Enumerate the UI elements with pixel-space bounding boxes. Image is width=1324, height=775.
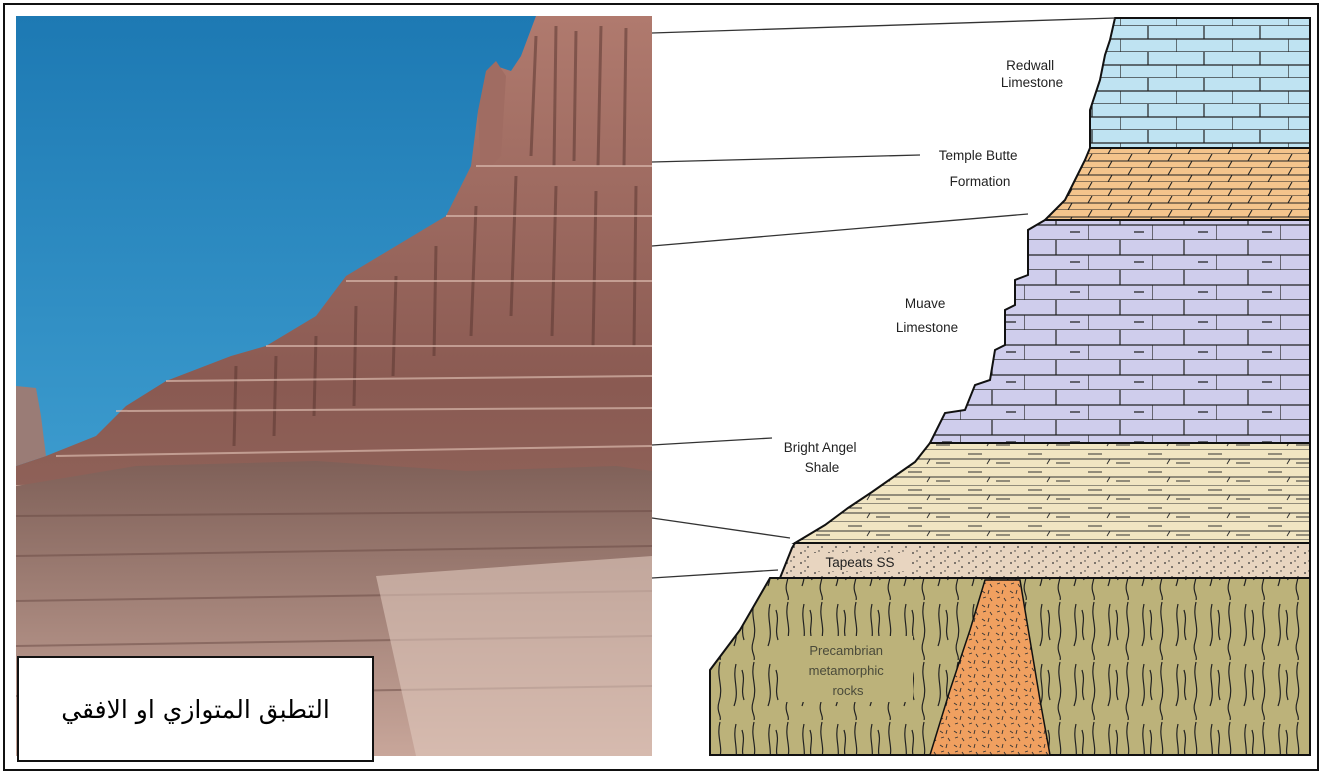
temple-butte-label: Temple Butte Formation xyxy=(939,148,1022,189)
bright-angel-layer xyxy=(795,443,1310,543)
temple-butte-layer xyxy=(1045,148,1310,220)
caption-text: التطبق المتوازي او الافقي xyxy=(61,695,330,724)
bright-angel-label: Bright Angel Shale xyxy=(784,440,861,475)
redwall-layer xyxy=(1090,18,1310,148)
muave-label: Muave Limestone xyxy=(896,296,958,335)
redwall-label: Redwall Limestone xyxy=(1001,58,1063,90)
muave-layer xyxy=(930,220,1310,443)
tapeats-label: Tapeats SS xyxy=(825,555,894,570)
caption-box: التطبق المتوازي او الافقي xyxy=(17,656,374,762)
